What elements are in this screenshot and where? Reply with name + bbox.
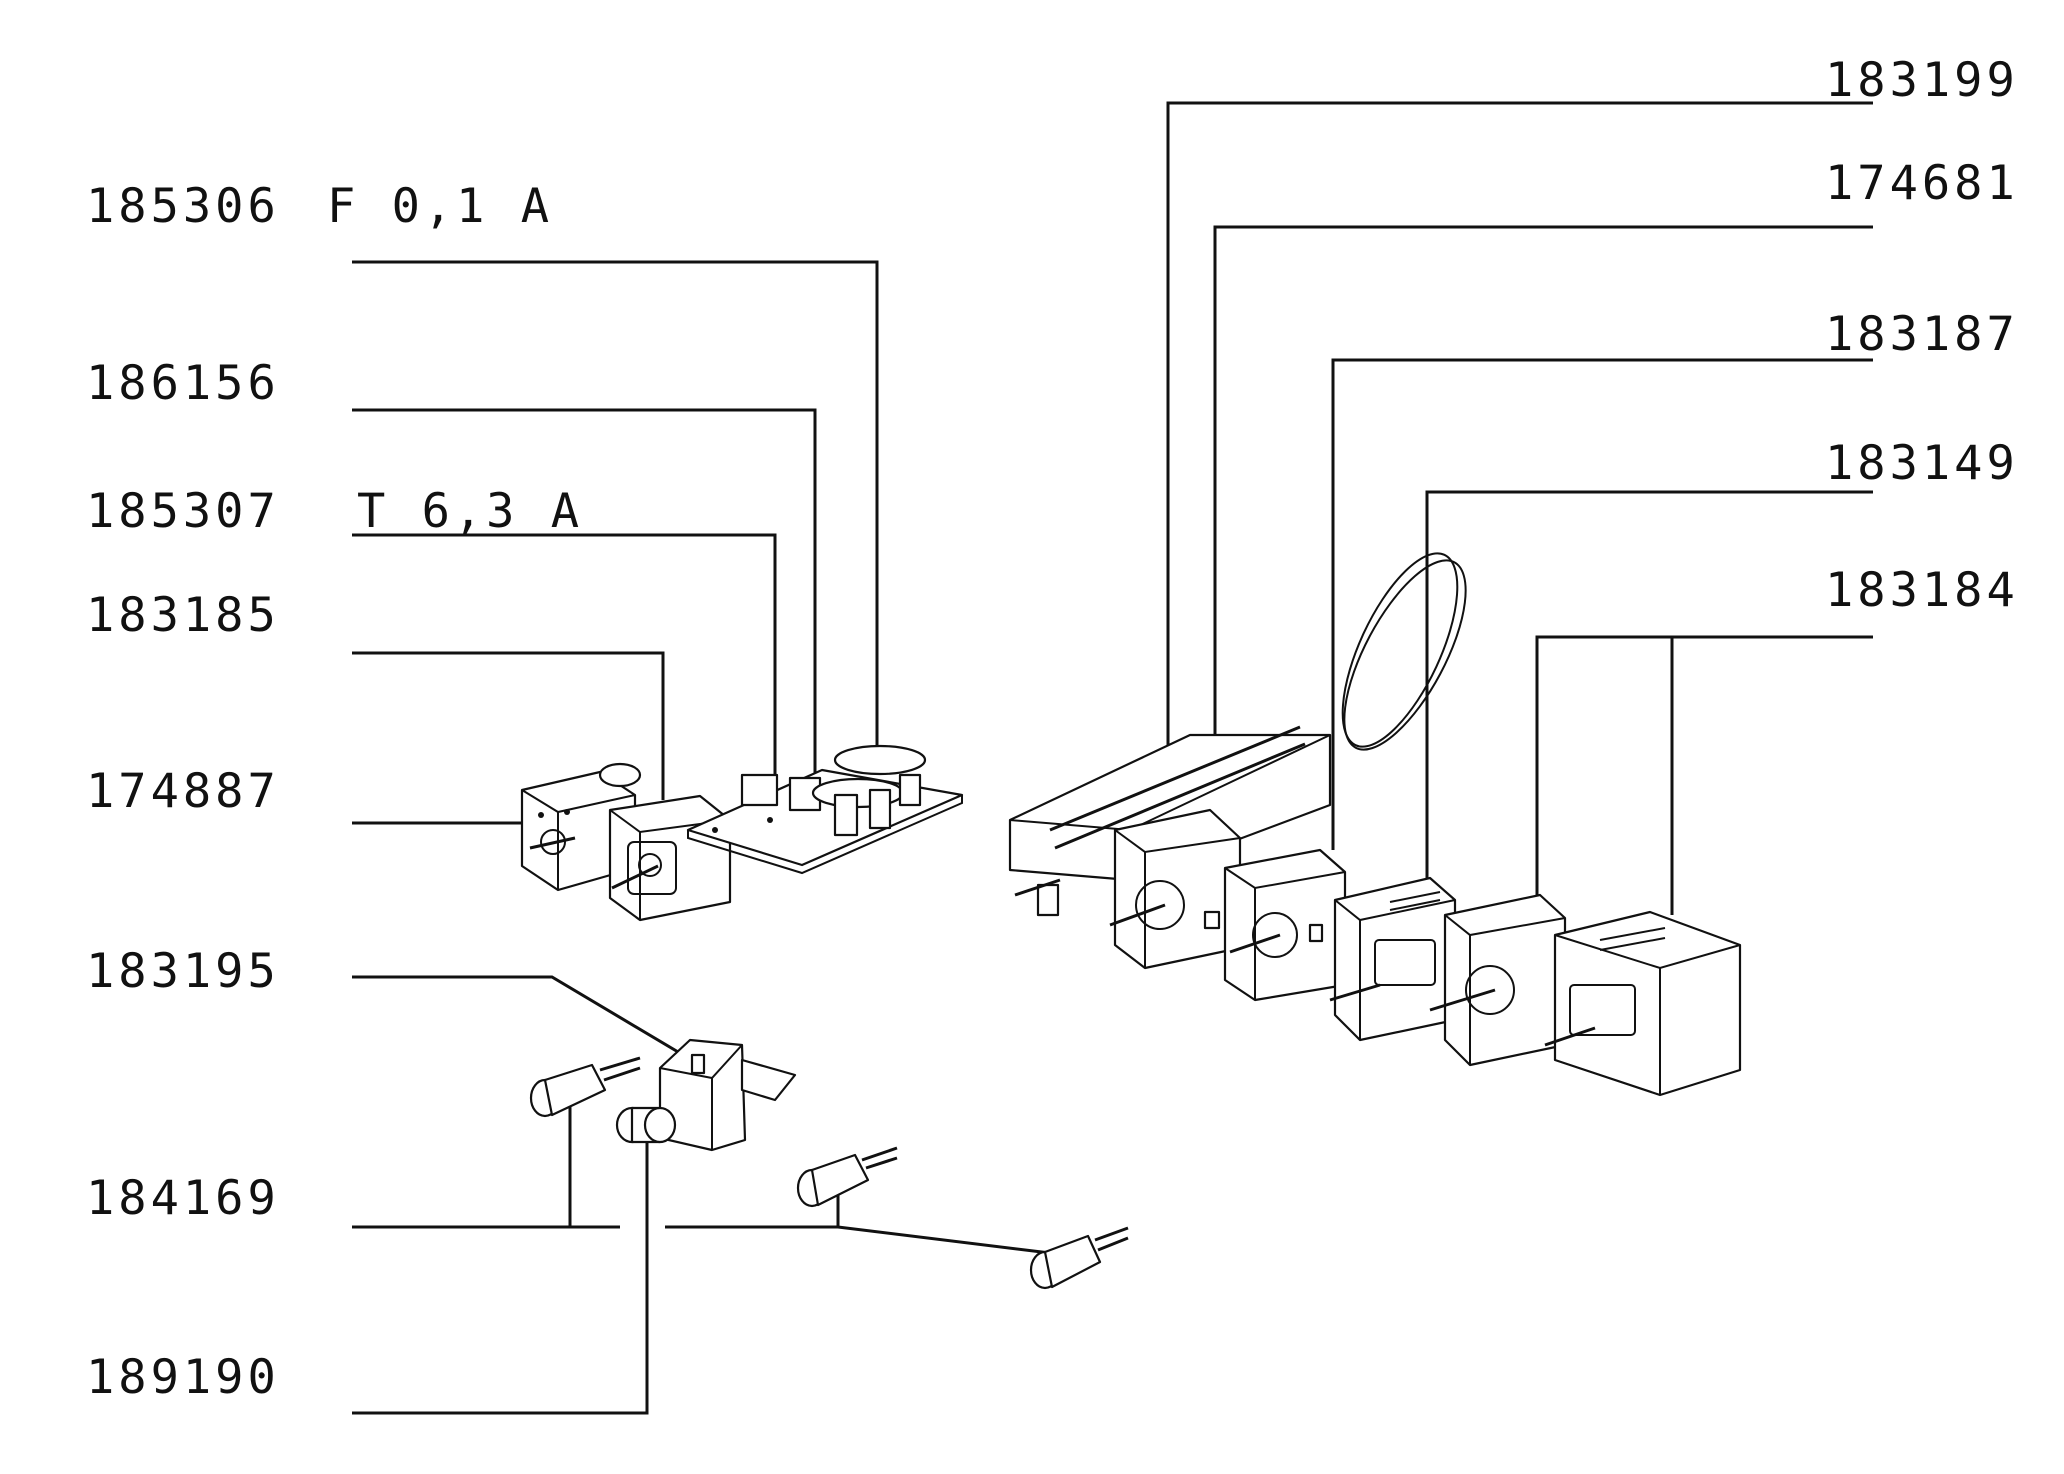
lamp-184169-3	[1029, 1226, 1129, 1290]
leader-183185	[352, 651, 665, 800]
capillary-tube	[1341, 552, 1467, 751]
label-183184: 183184	[1825, 563, 2019, 618]
leader-185307	[352, 533, 777, 782]
leader-183187	[1331, 358, 1873, 850]
label-174887: 174887	[86, 764, 280, 819]
module-174681	[1109, 808, 1242, 970]
label-183187: 183187	[1825, 307, 2019, 362]
label-185306-part: 185306	[86, 179, 280, 234]
label-185306-rating: F 0,1 A	[327, 179, 554, 234]
leader-184169-c	[665, 1225, 1051, 1255]
leader-174681	[1213, 225, 1873, 840]
module-183149	[1329, 876, 1457, 1042]
lamp-184169-1	[529, 1056, 641, 1118]
label-189190: 189190	[86, 1350, 280, 1405]
label-186156: 186156	[86, 356, 280, 411]
leader-183195	[352, 975, 701, 1067]
rotary-switch-183185	[608, 794, 732, 922]
leader-186156	[352, 408, 817, 838]
terminal-block-183199	[1008, 725, 1332, 917]
label-185307-part: 185307	[86, 484, 280, 539]
label-185307-rating: T 6,3 A	[357, 484, 584, 539]
leader-189190	[352, 1125, 649, 1415]
fuse-board	[686, 744, 964, 875]
knob-189190	[615, 1106, 677, 1144]
label-183149: 183149	[1825, 436, 2019, 491]
lamp-184169-2	[796, 1146, 898, 1208]
label-174681: 174681	[1825, 156, 2019, 211]
module-183187	[1223, 848, 1347, 1002]
module-183184-a	[1429, 893, 1567, 1067]
rotary-switch-174887	[520, 762, 642, 892]
leader-183149	[1425, 490, 1873, 895]
push-switch-183195	[658, 1038, 797, 1152]
label-183199: 183199	[1825, 53, 2019, 108]
leader-lines-right	[1166, 101, 1873, 915]
label-184169: 184169	[86, 1171, 280, 1226]
label-183195: 183195	[86, 944, 280, 999]
leader-185306	[352, 260, 879, 748]
module-183184-b	[1544, 910, 1742, 1097]
leader-183199	[1166, 101, 1873, 790]
leader-lines-left	[352, 260, 1051, 1415]
label-183185: 183185	[86, 588, 280, 643]
leader-183184	[1535, 635, 1873, 915]
